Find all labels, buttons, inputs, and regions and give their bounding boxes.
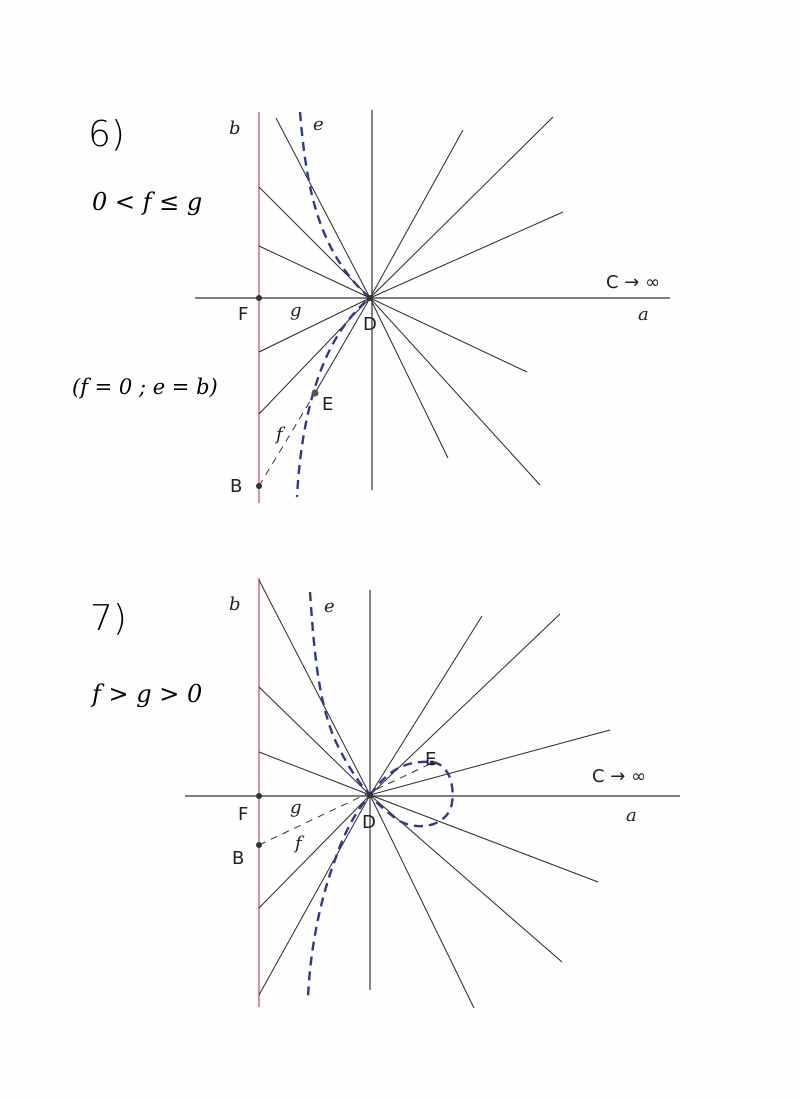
- label-e: e: [313, 114, 324, 135]
- label-c-limit: C → ∞: [606, 272, 660, 293]
- condition: f > g > 0: [90, 680, 202, 708]
- label-c-limit: C → ∞: [592, 766, 646, 787]
- point-B: [256, 483, 262, 489]
- e-curve: [295, 111, 372, 498]
- ray: [369, 613, 561, 796]
- ray: [369, 116, 554, 299]
- diagram-7: 7) f > g > 0 b e E C → ∞ a F g D B f: [90, 578, 680, 1009]
- ray: [258, 579, 371, 796]
- ray: [258, 245, 371, 299]
- ray: [258, 794, 371, 996]
- ray: [369, 297, 449, 459]
- diagram-number: 7): [90, 598, 127, 639]
- diagram-number: 6): [88, 114, 125, 155]
- label-e: e: [324, 596, 335, 617]
- point-F: [256, 793, 262, 799]
- ray: [369, 794, 599, 883]
- label-f: f: [274, 424, 286, 445]
- ray: [369, 615, 483, 796]
- ray: [369, 794, 563, 963]
- ray: [369, 129, 464, 299]
- label-f: f: [293, 833, 305, 854]
- ray: [369, 297, 541, 486]
- ray: [369, 794, 475, 1009]
- label-F: F: [238, 304, 248, 325]
- ray: [258, 186, 371, 299]
- label-a: a: [638, 304, 649, 325]
- label-E: E: [425, 749, 436, 770]
- point-E: [429, 760, 435, 766]
- label-b: b: [229, 594, 241, 615]
- note: (f = 0 ; e = b): [72, 375, 218, 399]
- ray-bundle: [258, 116, 564, 486]
- ray: [369, 729, 611, 796]
- ray: [275, 117, 371, 299]
- label-g: g: [290, 300, 302, 321]
- f-segment: [258, 762, 433, 846]
- ray-bundle: [258, 579, 611, 1009]
- ray: [258, 751, 371, 796]
- ray: [258, 297, 371, 353]
- f-segment: [258, 392, 316, 487]
- diagram-6: 6) 0 < f ≤ g (f = 0 ; e = b) b e C → ∞ a…: [72, 110, 670, 503]
- label-a: a: [626, 805, 637, 826]
- label-E: E: [322, 394, 333, 415]
- ray: [369, 297, 528, 373]
- point-D: [367, 295, 373, 301]
- condition: 0 < f ≤ g: [92, 188, 202, 216]
- point-E: [311, 389, 319, 397]
- label-g: g: [290, 797, 302, 818]
- ray: [258, 794, 371, 909]
- label-B: B: [232, 848, 244, 869]
- label-B: B: [230, 476, 242, 497]
- ray: [258, 686, 371, 796]
- e-curve: [306, 591, 372, 999]
- label-F: F: [238, 804, 248, 825]
- label-D: D: [363, 314, 377, 335]
- ray: [369, 211, 564, 299]
- point-F: [256, 295, 262, 301]
- e-loop: [369, 760, 454, 828]
- point-B: [256, 842, 262, 848]
- ray: [314, 297, 371, 394]
- point-D: [367, 792, 373, 798]
- label-b: b: [229, 118, 241, 139]
- label-D: D: [362, 812, 376, 833]
